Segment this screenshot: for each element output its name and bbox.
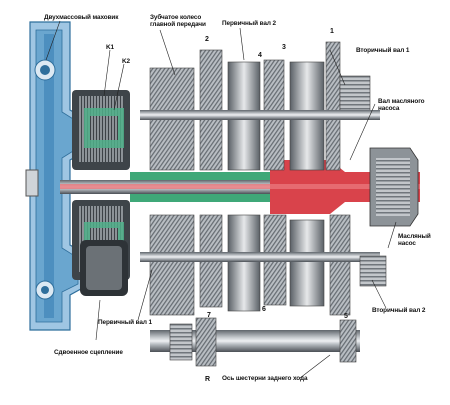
label-dual-clutch: Сдвоенное сцепление — [54, 349, 123, 356]
gear-number-4: 4 — [258, 52, 262, 59]
label-oil-pump: Масляный насос — [398, 233, 431, 248]
label-k2: K2 — [122, 58, 130, 65]
label-reverse-gear-axle: Ось шестерни заднего хода — [222, 375, 308, 382]
label-input-shaft-2: Первичный вал 2 — [222, 20, 276, 27]
gear-number-2: 2 — [205, 36, 209, 43]
upper-gears — [140, 41, 380, 171]
label-input-shaft-1: Первичный вал 1 — [98, 319, 152, 326]
label-k1: K1 — [106, 44, 114, 51]
lower-gears — [140, 214, 387, 316]
oil-pump — [369, 147, 419, 227]
gear-number-1: 1 — [330, 28, 334, 35]
gear-number-6: 6 — [262, 306, 266, 313]
leader-lines — [45, 20, 397, 379]
gear-number-5: 5 — [344, 313, 348, 320]
label-main-drive-gear: Зубчатое колесо главной передачи — [150, 14, 206, 29]
label-output-shaft-2: Вторичный вал 2 — [372, 307, 426, 314]
gear-number-7: 7 — [207, 312, 211, 319]
label-dual-mass-flywheel: Двухмассовый маховик — [44, 14, 119, 21]
gear-number-r: R — [205, 376, 211, 383]
label-output-shaft-1: Вторичный вал 1 — [356, 47, 410, 54]
dual-clutch-pack — [72, 90, 130, 296]
label-oil-pump-shaft: Вал масляного насоса — [378, 98, 425, 113]
gear-number-3: 3 — [282, 44, 286, 51]
flywheel-housing — [25, 21, 89, 331]
reverse-gear-shaft — [150, 317, 360, 367]
